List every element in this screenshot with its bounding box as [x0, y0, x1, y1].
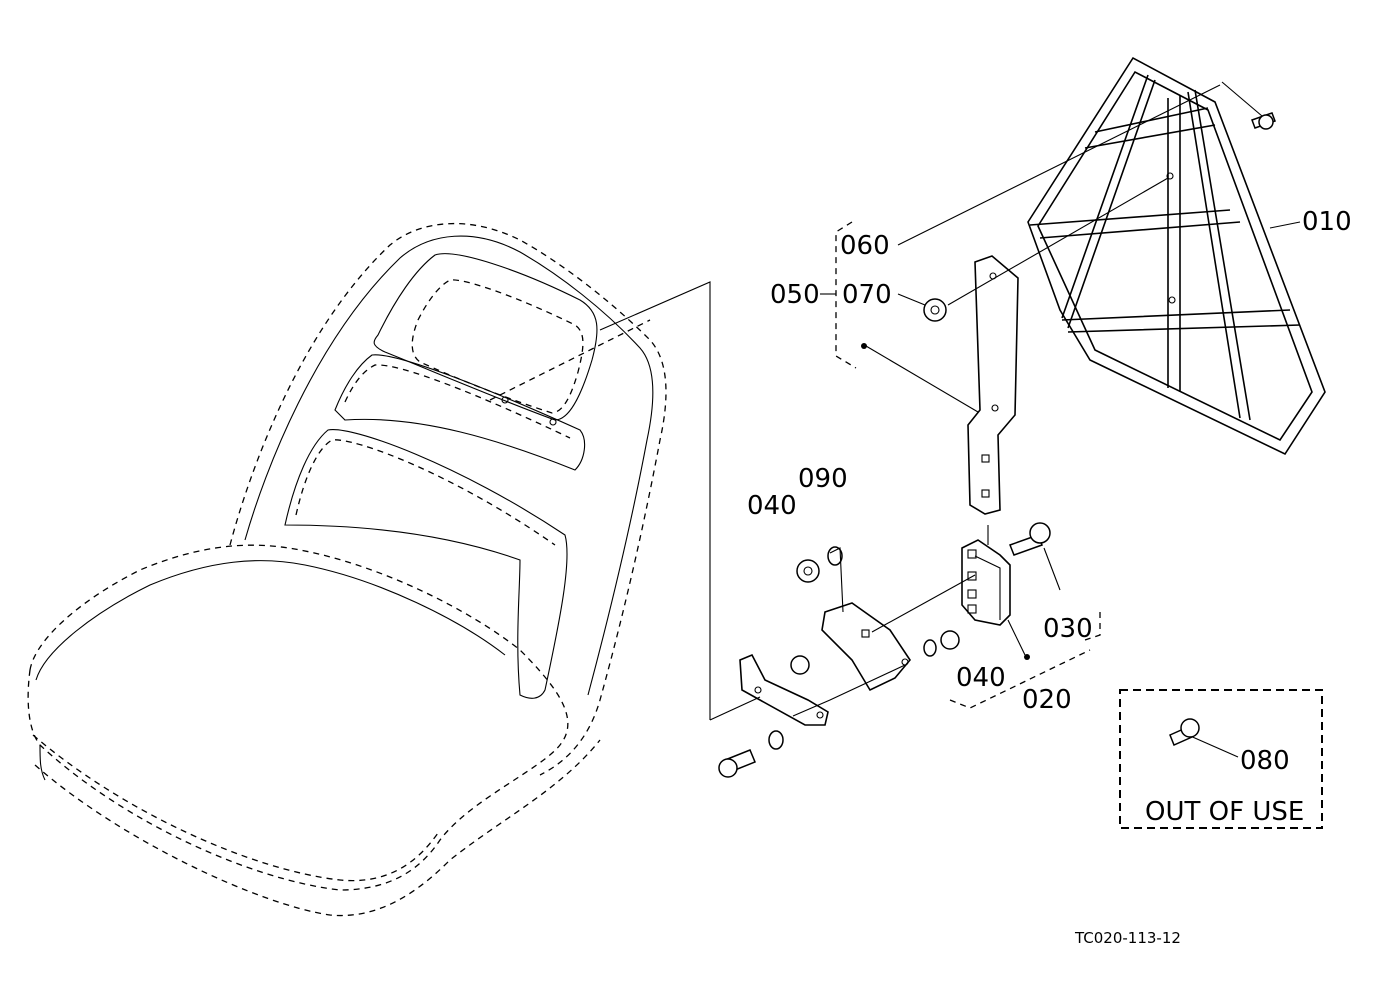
mounting-plates [718, 602, 960, 778]
callout-040-lower: 040 [956, 663, 1006, 693]
callout-090: 090 [798, 464, 848, 494]
assembly-brackets [820, 221, 1101, 709]
callout-060: 060 [840, 231, 890, 261]
callout-080: 080 [1240, 746, 1290, 776]
bracket-050 [967, 255, 1019, 515]
callout-050: 050 [770, 280, 820, 310]
bolt-030 [1009, 522, 1051, 556]
out-of-use-box [1119, 689, 1323, 829]
safety-frame-010 [1027, 56, 1326, 456]
callout-070: 070 [842, 280, 892, 310]
callout-040-upper: 040 [747, 491, 797, 521]
drawing-code: TC020-113-12 [1074, 929, 1181, 947]
seat-illustration [27, 222, 711, 917]
callout-020: 020 [1022, 685, 1072, 715]
callout-010: 010 [1302, 207, 1352, 237]
nut-070 [923, 298, 947, 322]
nut-washer-040-090 [796, 546, 843, 583]
callout-labels: 010 060 050 070 090 040 030 040 020 080 … [747, 207, 1352, 947]
leader-lines [709, 84, 1301, 758]
hinge-020 [961, 539, 1011, 626]
out-of-use-label: OUT OF USE [1145, 797, 1304, 827]
callout-030: 030 [1043, 614, 1093, 644]
